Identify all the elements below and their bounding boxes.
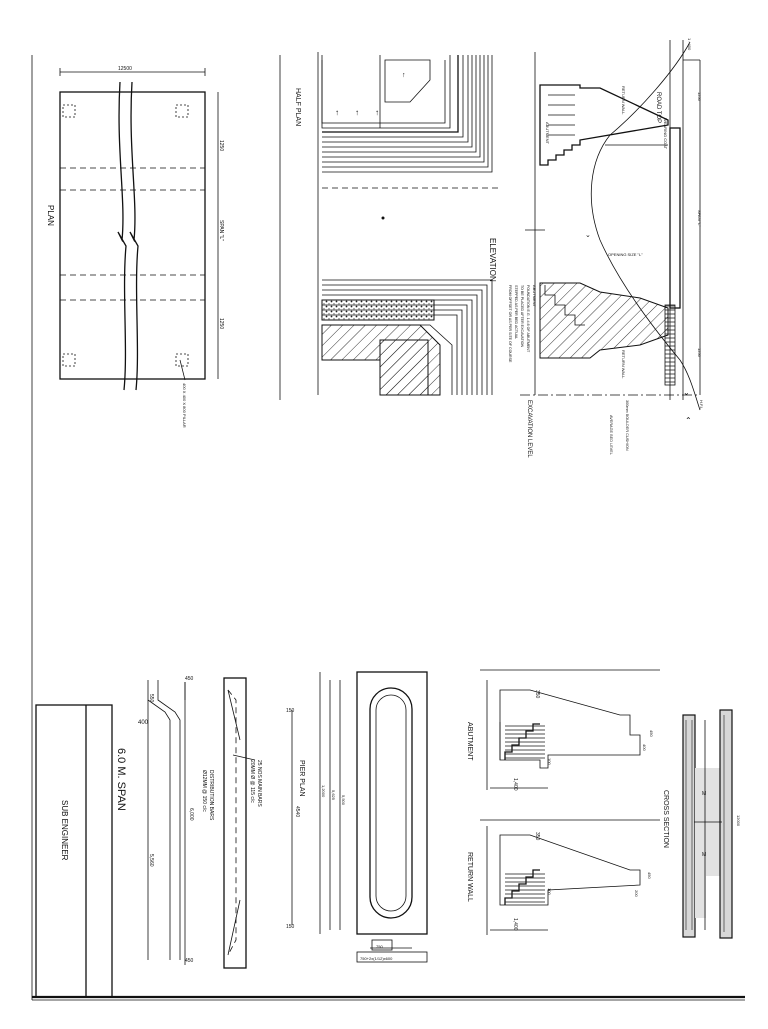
foundation-note-3: STEPPED AS PER BED ACTUAL — [514, 285, 518, 339]
svg-text:⌄: ⌄ — [683, 388, 690, 397]
return-wall-top-label: RETURN WALL — [621, 86, 626, 115]
slab-dim-bottom: 450 — [185, 958, 194, 964]
elevation-view: ELEVATION 1 : 400 1250 SPAN "L" 1250 ROA… — [488, 38, 704, 458]
pier-plan-title: PIER PLAN — [298, 760, 305, 797]
svg-text:⌃: ⌃ — [685, 416, 692, 425]
svg-text:↑: ↑ — [335, 108, 339, 117]
slab-section: 450 450 6,000 550 400 5,560 25 NOS MAIN … — [138, 676, 262, 969]
slab-thickness-b: 400 — [138, 720, 149, 726]
pier-d1: 5,500 — [341, 795, 346, 806]
cross-section: CROSS SECTION M M 12000 — [662, 709, 741, 939]
slab-clear: 5,560 — [148, 854, 154, 867]
elev-span: SPAN "L" — [697, 210, 702, 227]
return-wall-top-dim: 350 — [534, 832, 540, 841]
return-wall-title: RETURN WALL — [466, 852, 473, 902]
plan-overall-dim: 12500 — [118, 66, 132, 72]
svg-text:M: M — [702, 852, 706, 858]
pier-dim-mid: 4540 — [294, 806, 300, 817]
rl-top: 1 : 400 — [687, 38, 692, 51]
abutment-top-dim: 350 — [534, 690, 540, 699]
return-wall-base-dim: 1,400 — [512, 918, 518, 931]
sheet-border — [31, 55, 745, 1001]
pier-bottom-width: 750 — [376, 944, 383, 949]
pier-dim-right: 150 — [286, 924, 295, 930]
pier-d3: 1,2000 — [321, 785, 326, 798]
cross-section-title: CROSS SECTION — [662, 790, 669, 848]
abutment-section: ABUTMENT 350 450 400 1,400 100 — [466, 669, 660, 791]
title-block: SUB ENGINEER 6.0 M. SPAN — [35, 704, 127, 998]
foundation-note-2: TO BE PLACED AFTER EXCAVATION — [520, 285, 524, 347]
slab-length: 6,000 — [188, 808, 194, 821]
plan-dim-mid: SPAN "L" — [218, 220, 224, 241]
plan-title: PLAN — [46, 205, 55, 226]
abutment-top-label: ABUTMENT — [545, 122, 550, 145]
excavation-level-label: EXCAVATION LEVEL — [526, 400, 532, 458]
main-spacing-label: 20MM Ø @ 115 c/c — [249, 760, 255, 803]
distribution-spacing: Ø12MM @ 150 c/c — [201, 770, 207, 812]
abutment-right-dim-b: 400 — [642, 744, 647, 751]
boulder-cushion-label: 300mm BOULDER CUSHION — [625, 400, 629, 451]
pillar-note: 400 X 400 X 800 PILLAR — [182, 383, 187, 428]
plan-dim-left: 1250 — [218, 140, 224, 151]
abutment-right-dim-a: 450 — [649, 730, 654, 737]
foundation-note-1: FOUNDATION E.G. 1:4:8 OF ABUTMENT — [526, 285, 530, 353]
return-wall-bottom-label: RETURN WALL — [621, 350, 626, 379]
half-plan-view: HALF PLAN ↑ ↑ ↑ ↑ — [279, 52, 500, 400]
pier-dim-left: 150 — [286, 708, 295, 714]
return-wall-right-dim-a: 450 — [647, 872, 652, 879]
abutment-steps: 100 — [547, 758, 552, 765]
svg-text:↑: ↑ — [355, 108, 359, 117]
average-bed-level-label: AVERAGE BED LEVEL — [609, 415, 613, 455]
pier-d2: 5,625 — [331, 790, 336, 801]
half-plan-title: HALF PLAN — [294, 88, 301, 126]
plan-view: 12500 1250 SPAN "L" 1250 PLAN 400 X 400 … — [46, 66, 224, 428]
pier-plan: 5,500 5,625 1,2000 150 4540 150 PIER PLA… — [286, 671, 428, 963]
hfl-label: H.F.L — [699, 400, 704, 410]
svg-text:M: M — [702, 791, 706, 797]
return-wall-right-dim-b: 200 — [634, 890, 639, 897]
slab-thickness-a: 550 — [148, 694, 154, 703]
distribution-label: DISTRIBUTION BARS — [208, 770, 214, 821]
foundation-note-4: FROM OFFSET OR AS PER SITE OF COURSE — [508, 285, 512, 363]
svg-text:↑: ↑ — [402, 72, 406, 79]
svg-text:↑: ↑ — [375, 108, 379, 117]
slab-dim-top: 450 — [185, 676, 194, 682]
elev-dim-top: 1250 — [697, 92, 702, 102]
span-title: 6.0 M. SPAN — [115, 748, 127, 811]
abutment-bottom-label: ABUTMENT — [532, 285, 537, 308]
abutment-title: ABUTMENT — [466, 722, 473, 761]
elev-dim-bottom: 1250 — [697, 348, 702, 358]
main-bars-label: 25 NOS MAIN BARS — [256, 760, 262, 807]
elevation-title: ELEVATION — [488, 238, 497, 282]
wearing-coat-label: WEARING COAT — [663, 118, 668, 150]
cross-section-width: 12000 — [736, 815, 741, 827]
return-wall-section: RETURN WALL 350 450 200 1,400 100 — [466, 819, 660, 935]
return-wall-steps: 100 — [547, 888, 552, 895]
abutment-base-dim: 1,400 — [512, 778, 518, 791]
road-top-label: ROAD TOP — [655, 92, 661, 123]
plan-dim-right: 1250 — [218, 318, 224, 329]
svg-text:⌄: ⌄ — [585, 232, 591, 239]
pier-bottom-formula: 750+2x(1/12)x600 — [360, 956, 393, 961]
designation-label: SUB ENGINEER — [60, 800, 69, 861]
opening-label: OPENING SIZE "L" — [608, 252, 643, 257]
